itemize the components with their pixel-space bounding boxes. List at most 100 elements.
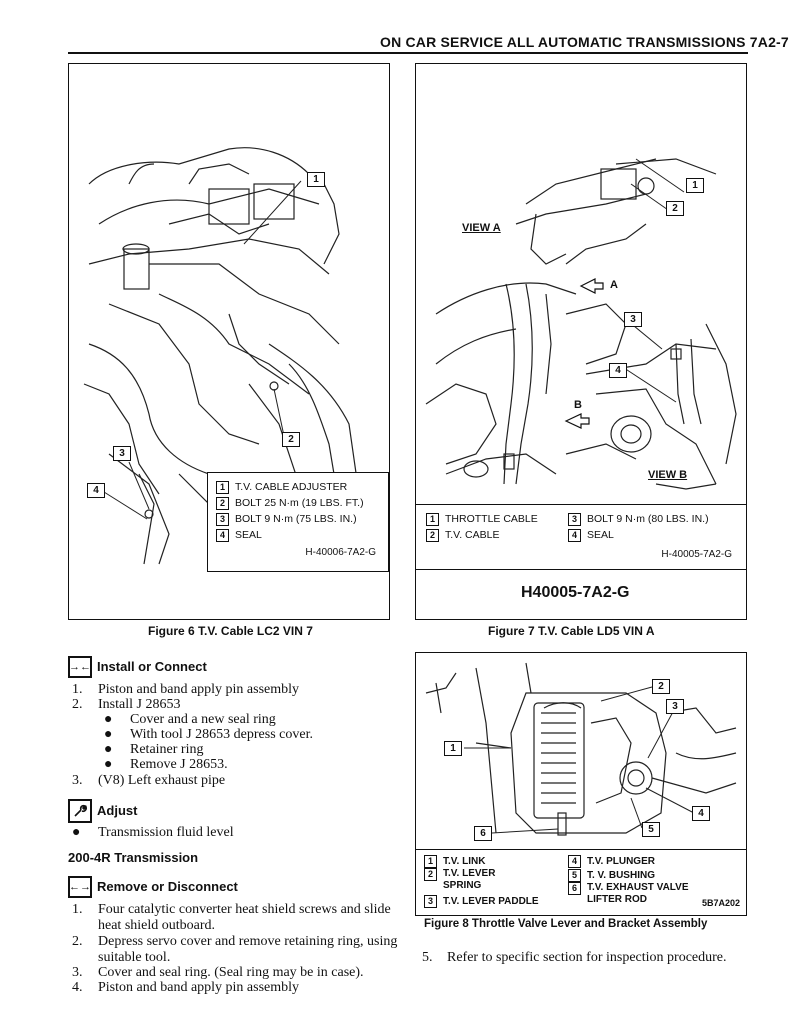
figure8-caption: Figure 8 Throttle Valve Lever and Bracke… (424, 918, 708, 930)
legend-row: 4 SEAL (216, 527, 380, 543)
figure6-legend: 1 T.V. CABLE ADJUSTER 2 BOLT 25 N·m (19 LB… (207, 472, 389, 572)
figure8-callout-6: 6 (474, 826, 492, 841)
figure7-arrow-a-label: A (610, 279, 618, 291)
figure8-callout-2: 2 (652, 679, 670, 694)
legend-number: 2 (216, 496, 229, 510)
legend-text: T.V. LINK (443, 855, 486, 867)
figure8-callout-1: 1 (444, 741, 462, 756)
legend-text: BOLT 9 N·m (75 LBS. IN.) (235, 513, 357, 525)
figure7-caption: Figure 7 T.V. Cable LD5 VIN A (488, 624, 655, 638)
page-header: ON CAR SERVICE ALL AUTOMATIC TRANSMISSIO… (380, 34, 789, 50)
figure8-callout-3: 3 (666, 699, 684, 714)
figure6-callout-3: 3 (113, 446, 131, 461)
bullet-icon: ● (104, 727, 113, 742)
figure7-view-b-label: VIEW B (648, 469, 688, 481)
legend-text: T. V. BUSHING (587, 869, 655, 881)
legend-number: 2 (426, 528, 439, 542)
remove-item-4: Piston and band apply pin assembly (98, 980, 300, 995)
legend-row: 3 T.V. LEVER PADDLE (424, 894, 539, 908)
figure6-callout-2: 2 (282, 432, 300, 447)
legend-row: 2 BOLT 25 N·m (19 LBS. FT.) (216, 495, 380, 511)
legend-text: SEAL (587, 529, 614, 541)
figure7-arrow-b-label: B (574, 399, 582, 411)
figure7-callout-4: 4 (609, 363, 627, 378)
legend-number: 1 (424, 854, 437, 868)
remove-number-4: 4. (72, 980, 83, 995)
remove-disconnect-icon: ←→ (68, 876, 92, 898)
wrench-icon (68, 799, 92, 823)
bullet-icon: ● (104, 757, 113, 772)
adjust-heading: Adjust (97, 803, 138, 818)
legend-text: THROTTLE CABLE (445, 513, 538, 525)
figure7-code-big: H40005-7A2-G (521, 584, 630, 601)
install-bullet-3: Retainer ring (130, 742, 204, 757)
install-item-1: Piston and band apply pin assembly (98, 682, 300, 697)
header-rule (68, 52, 748, 54)
bullet-icon: ● (104, 712, 113, 727)
legend-number: 1 (216, 480, 229, 494)
legend-text: T.V. CABLE (445, 529, 500, 541)
remove-number-3: 3. (72, 965, 83, 980)
remove-number-2: 2. (72, 934, 83, 949)
figure7-illustration (425, 158, 737, 490)
install-item-2: Install J 28653 (98, 697, 181, 712)
legend-text: T.V. LEVER PADDLE (443, 895, 539, 907)
bullet-icon: ● (104, 742, 113, 757)
legend-text: T.V. PLUNGER (587, 855, 655, 867)
install-bullet-4: Remove J 28653. (130, 757, 228, 772)
legend-row: 1 T.V. CABLE ADJUSTER (216, 479, 380, 495)
remove-number-1: 1. (72, 902, 83, 917)
figure6-caption: Figure 6 T.V. Cable LC2 VIN 7 (148, 624, 313, 638)
legend-row: 1 T.V. LINK (424, 854, 539, 868)
install-bullet-1: Cover and a new seal ring (130, 712, 276, 727)
figure6-callout-4: 4 (87, 483, 105, 498)
figure7-code-small: H-40005-7A2-G (661, 549, 732, 560)
legend-text: T.V. EXHAUST VALVE LIFTER ROD (587, 882, 689, 905)
remove-item-1: Four catalytic converter heat shield scr… (98, 902, 391, 933)
figure7-callout-3: 3 (624, 312, 642, 327)
legend-number: 3 (424, 894, 437, 908)
section-title: 200-4R Transmission (68, 850, 199, 865)
install-connect-icon: →← (68, 656, 92, 678)
legend-row: 3 BOLT 9 N·m (80 LBS. IN.) (568, 511, 709, 527)
legend-number: 4 (568, 854, 581, 868)
legend-number: 4 (216, 528, 229, 542)
figure6-callout-1: 1 (307, 172, 325, 187)
bullet-icon: ● (72, 825, 81, 840)
install-bullet-2: With tool J 28653 depress cover. (130, 727, 313, 742)
legend-number: 2 (424, 868, 437, 881)
figure6-code: H-40006-7A2-G (305, 547, 376, 558)
figure8-illustration (425, 662, 737, 836)
figure6-engine-illustration (83, 147, 360, 565)
install-number-3: 3. (72, 773, 83, 788)
legend-number: 3 (568, 512, 581, 526)
figure7-view-a-label: VIEW A (462, 222, 501, 234)
legend-row: 4 T.V. PLUNGER (568, 854, 707, 868)
remove-heading: Remove or Disconnect (97, 879, 238, 894)
legend-text: BOLT 9 N·m (80 LBS. IN.) (587, 513, 709, 525)
figure8-callout-5: 5 (642, 822, 660, 837)
remove-item-2: Depress servo cover and remove retaining… (98, 934, 398, 965)
figure8-legend: 1 T.V. LINK 2 T.V. LEVER SPRING 3 T.V. LEVE… (416, 849, 746, 915)
legend-row: 2 T.V. LEVER SPRING (424, 868, 539, 894)
legend-text: T.V. LEVER SPRING (443, 868, 496, 891)
install-number-1: 1. (72, 682, 83, 697)
legend-text: T.V. CABLE ADJUSTER (235, 481, 348, 493)
adjust-bullet: Transmission fluid level (98, 825, 234, 840)
figure7-callout-1: 1 (686, 178, 704, 193)
step5-text: Refer to specific section for inspection… (447, 950, 727, 965)
legend-text: SEAL (235, 529, 262, 541)
legend-text: BOLT 25 N·m (19 LBS. FT.) (235, 497, 364, 509)
step5-number: 5. (422, 950, 433, 965)
